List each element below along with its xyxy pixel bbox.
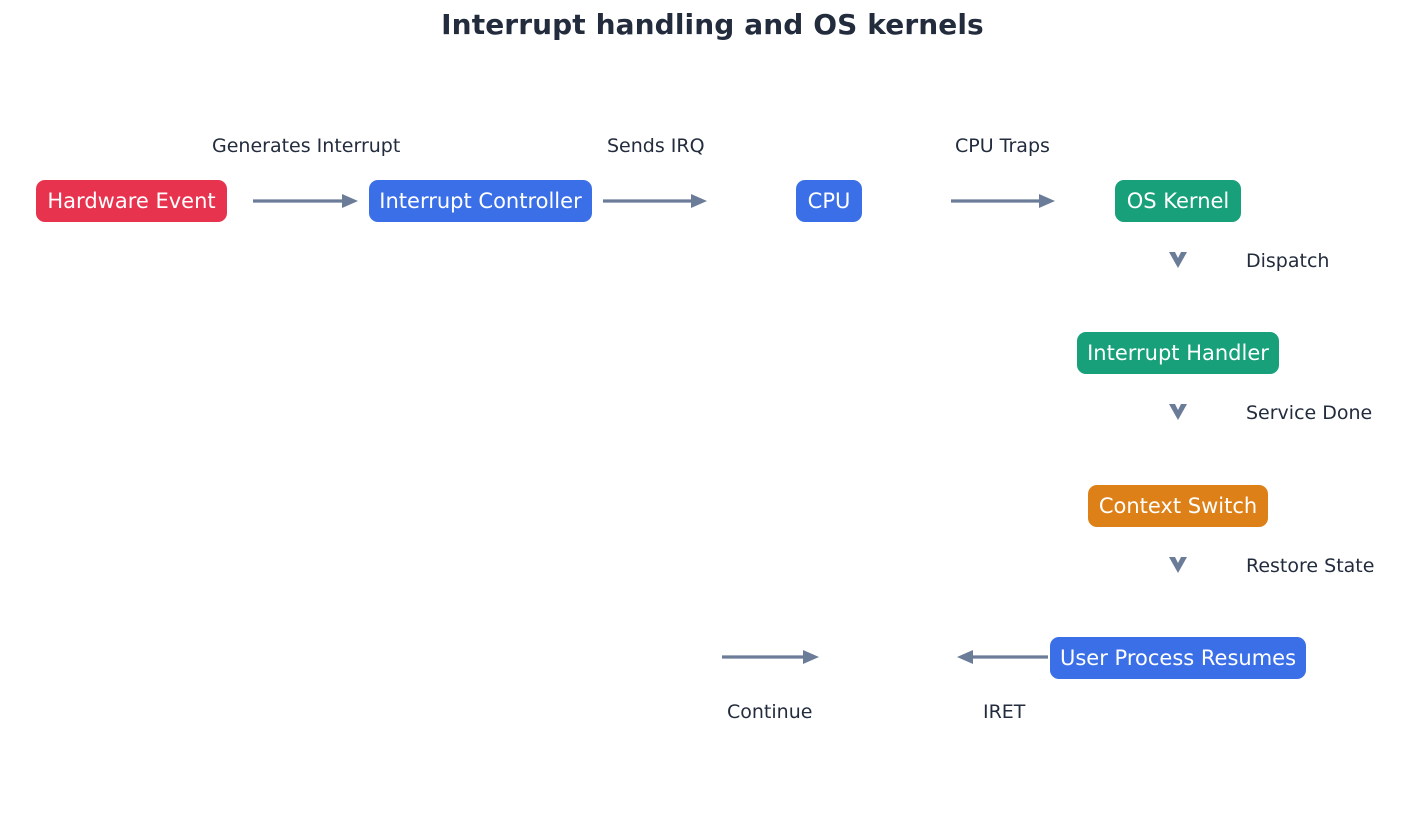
arrow-service-done — [1169, 404, 1187, 420]
arrow-restore-state — [1169, 557, 1187, 573]
edge-label-sends-irq: Sends IRQ — [607, 135, 705, 157]
edge-label-continue: Continue — [727, 701, 813, 723]
node-hardware-event[interactable]: Hardware Event — [36, 180, 227, 222]
node-user-process-resumes[interactable]: User Process Resumes — [1050, 637, 1306, 679]
node-context-switch[interactable]: Context Switch — [1088, 485, 1268, 527]
edge-label-dispatch: Dispatch — [1246, 250, 1330, 272]
node-interrupt-controller[interactable]: Interrupt Controller — [369, 180, 592, 222]
edge-label-generates-interrupt: Generates Interrupt — [212, 135, 401, 157]
edge-label-service-done: Service Done — [1246, 402, 1373, 424]
arrow-sends-irq — [603, 194, 707, 208]
node-os-kernel[interactable]: OS Kernel — [1115, 180, 1241, 222]
edge-label-iret: IRET — [983, 701, 1026, 723]
arrow-dispatch — [1169, 252, 1187, 268]
arrow-iret — [957, 650, 1048, 664]
arrow-continue — [722, 650, 819, 664]
edge-label-cpu-traps: CPU Traps — [955, 135, 1050, 157]
page-title: Interrupt handling and OS kernels — [441, 8, 984, 41]
node-cpu[interactable]: CPU — [796, 180, 862, 222]
edge-label-restore-state: Restore State — [1246, 555, 1375, 577]
node-interrupt-handler[interactable]: Interrupt Handler — [1077, 332, 1279, 374]
arrow-cpu-traps — [951, 194, 1055, 208]
arrow-generates-interrupt — [253, 194, 358, 208]
